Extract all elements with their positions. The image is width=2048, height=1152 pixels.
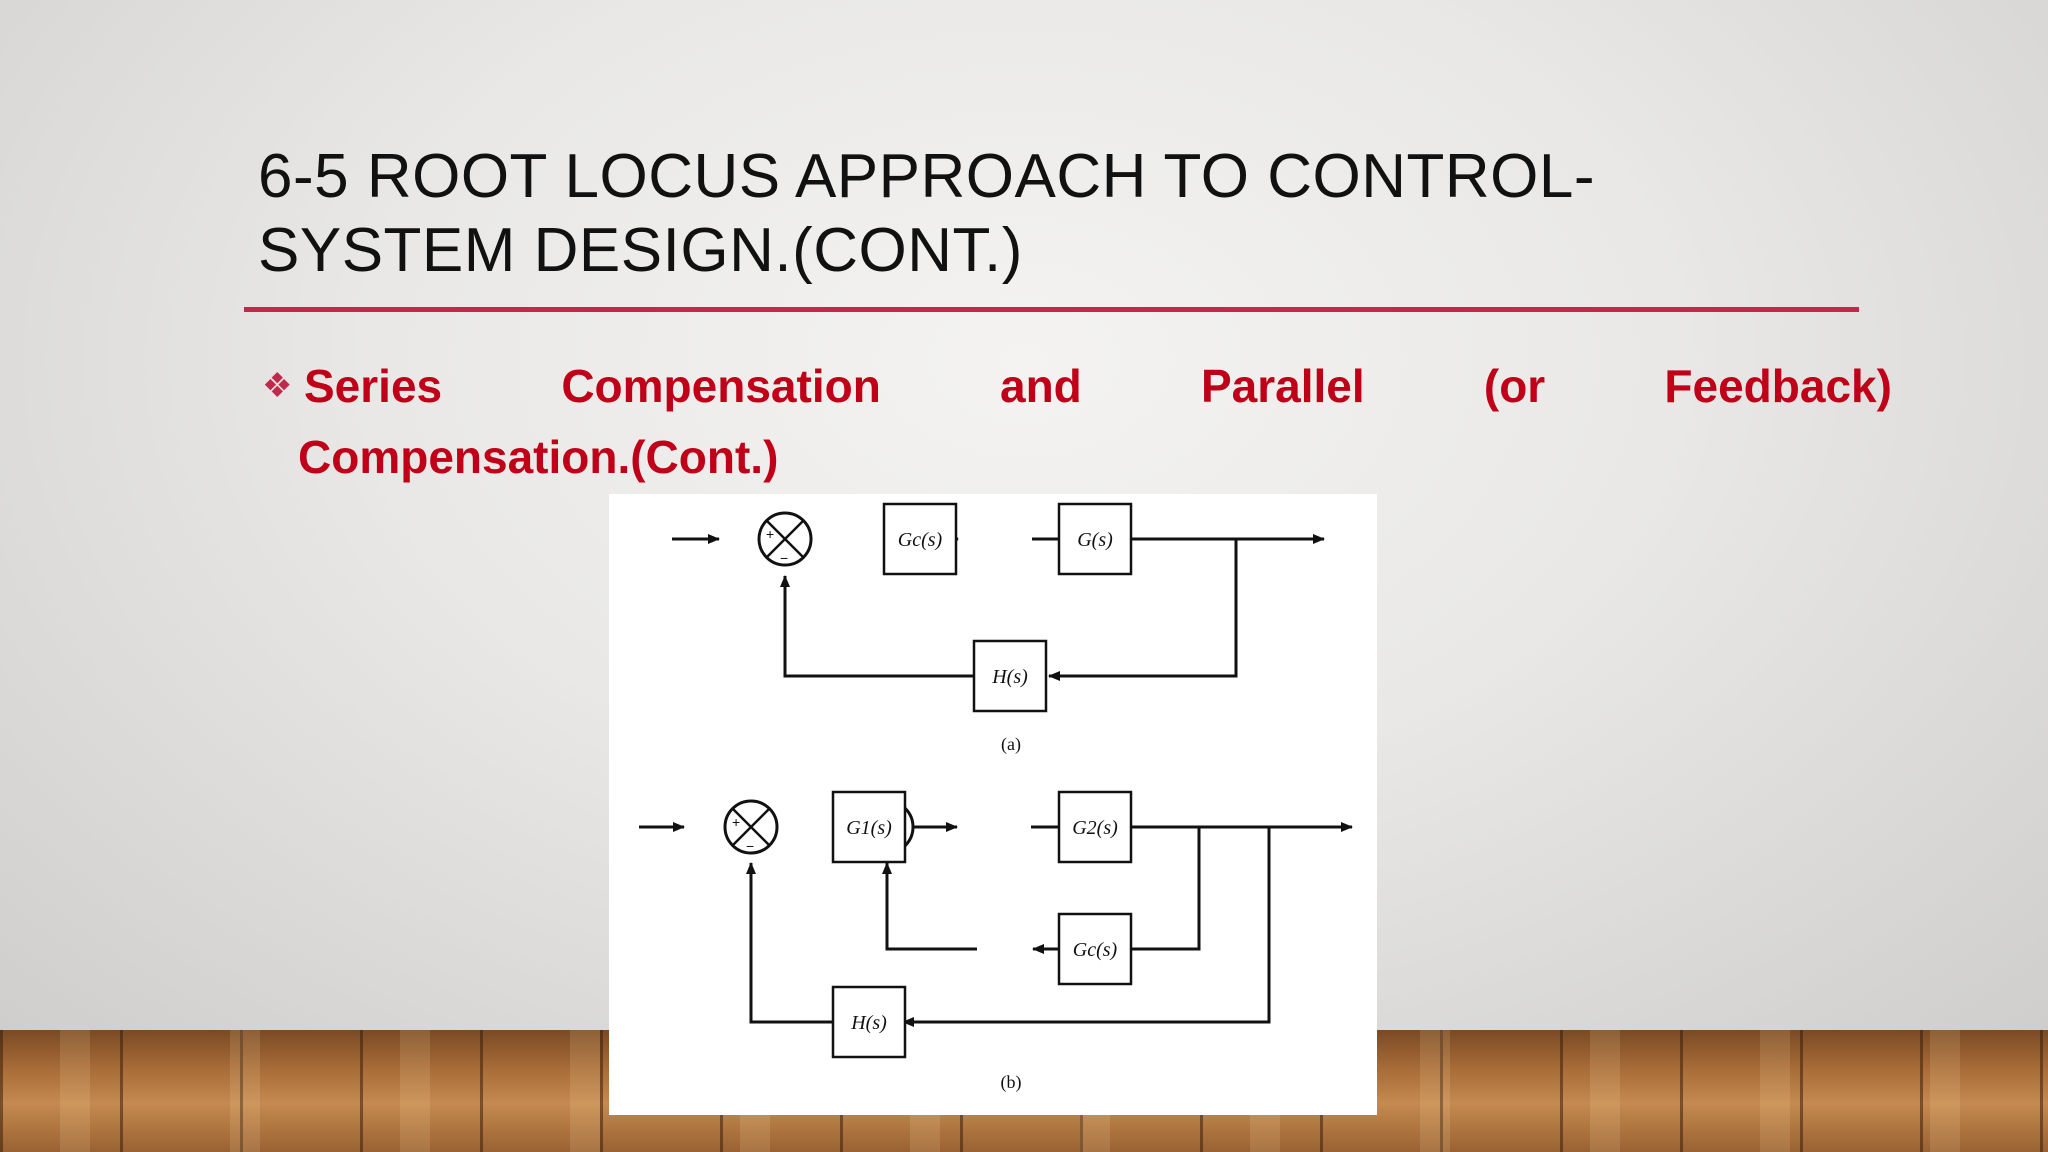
a-plus-sign: +	[766, 526, 774, 542]
bullet-text-line-2: Compensation.(Cont.)	[298, 431, 779, 483]
title-line-1: 6-5 ROOT LOCUS APPROACH TO CONTROL-	[258, 142, 1595, 211]
a-feedback-path	[1048, 539, 1238, 681]
bullet-item: ❖ Series Compensation and Parallel (or F…	[262, 356, 1892, 416]
title-underline	[244, 307, 1859, 312]
b-g1-label: G1(s)	[846, 817, 892, 839]
b1-minus-sign: −	[746, 838, 754, 854]
b-g1-block	[831, 790, 907, 864]
bullet-word: Series	[304, 360, 443, 412]
b-g2-label: G2(s)	[1072, 817, 1118, 839]
b-h-block	[831, 985, 907, 1059]
a-g-block	[1057, 502, 1133, 576]
bullet-word: Parallel	[1200, 360, 1365, 412]
b-h-label: H(s)	[850, 1012, 887, 1034]
bullet-word: (or	[1483, 360, 1546, 412]
b1-plus-sign: +	[732, 814, 740, 830]
title-line-2: SYSTEM DESIGN.(CONT.)	[258, 216, 1023, 285]
b-outer-feedback-path	[902, 827, 1271, 1027]
a-gc-label: Gc(s)	[898, 529, 943, 551]
a-h-label: H(s)	[991, 666, 1028, 688]
caption-a: (a)	[1001, 734, 1021, 755]
a-gc-block	[882, 502, 958, 576]
caption-b: (b)	[1001, 1072, 1022, 1093]
block-diagram-svg: + − + − + − Gc(s) G(s) H(s) G1(s) G2(s) …	[639, 502, 1353, 1093]
a-minus-sign: −	[780, 550, 788, 566]
a-feedback-return	[780, 575, 973, 678]
block-diagram-figure: + − + − + − Gc(s) G(s) H(s) G1(s) G2(s) …	[609, 494, 1377, 1115]
diamond-bullet-icon: ❖	[262, 367, 293, 405]
a-h-block	[972, 639, 1048, 713]
b-outer-feedback-return	[746, 862, 833, 1024]
a-g-label: G(s)	[1077, 529, 1113, 551]
bullet-word: and	[1000, 360, 1082, 412]
bullet-text-line-1: Series Compensation and Parallel (or Fee…	[304, 359, 1892, 413]
slide-title: 6-5 ROOT LOCUS APPROACH TO CONTROL- SYST…	[258, 140, 1678, 288]
b-gc-block	[1057, 912, 1133, 986]
b-inner-feedback-return	[882, 862, 959, 951]
b-gc-label: Gc(s)	[1073, 939, 1118, 961]
b-g2-block	[1057, 790, 1133, 864]
bullet-word: Compensation	[561, 360, 881, 412]
bullet-word: Feedback)	[1664, 360, 1892, 412]
